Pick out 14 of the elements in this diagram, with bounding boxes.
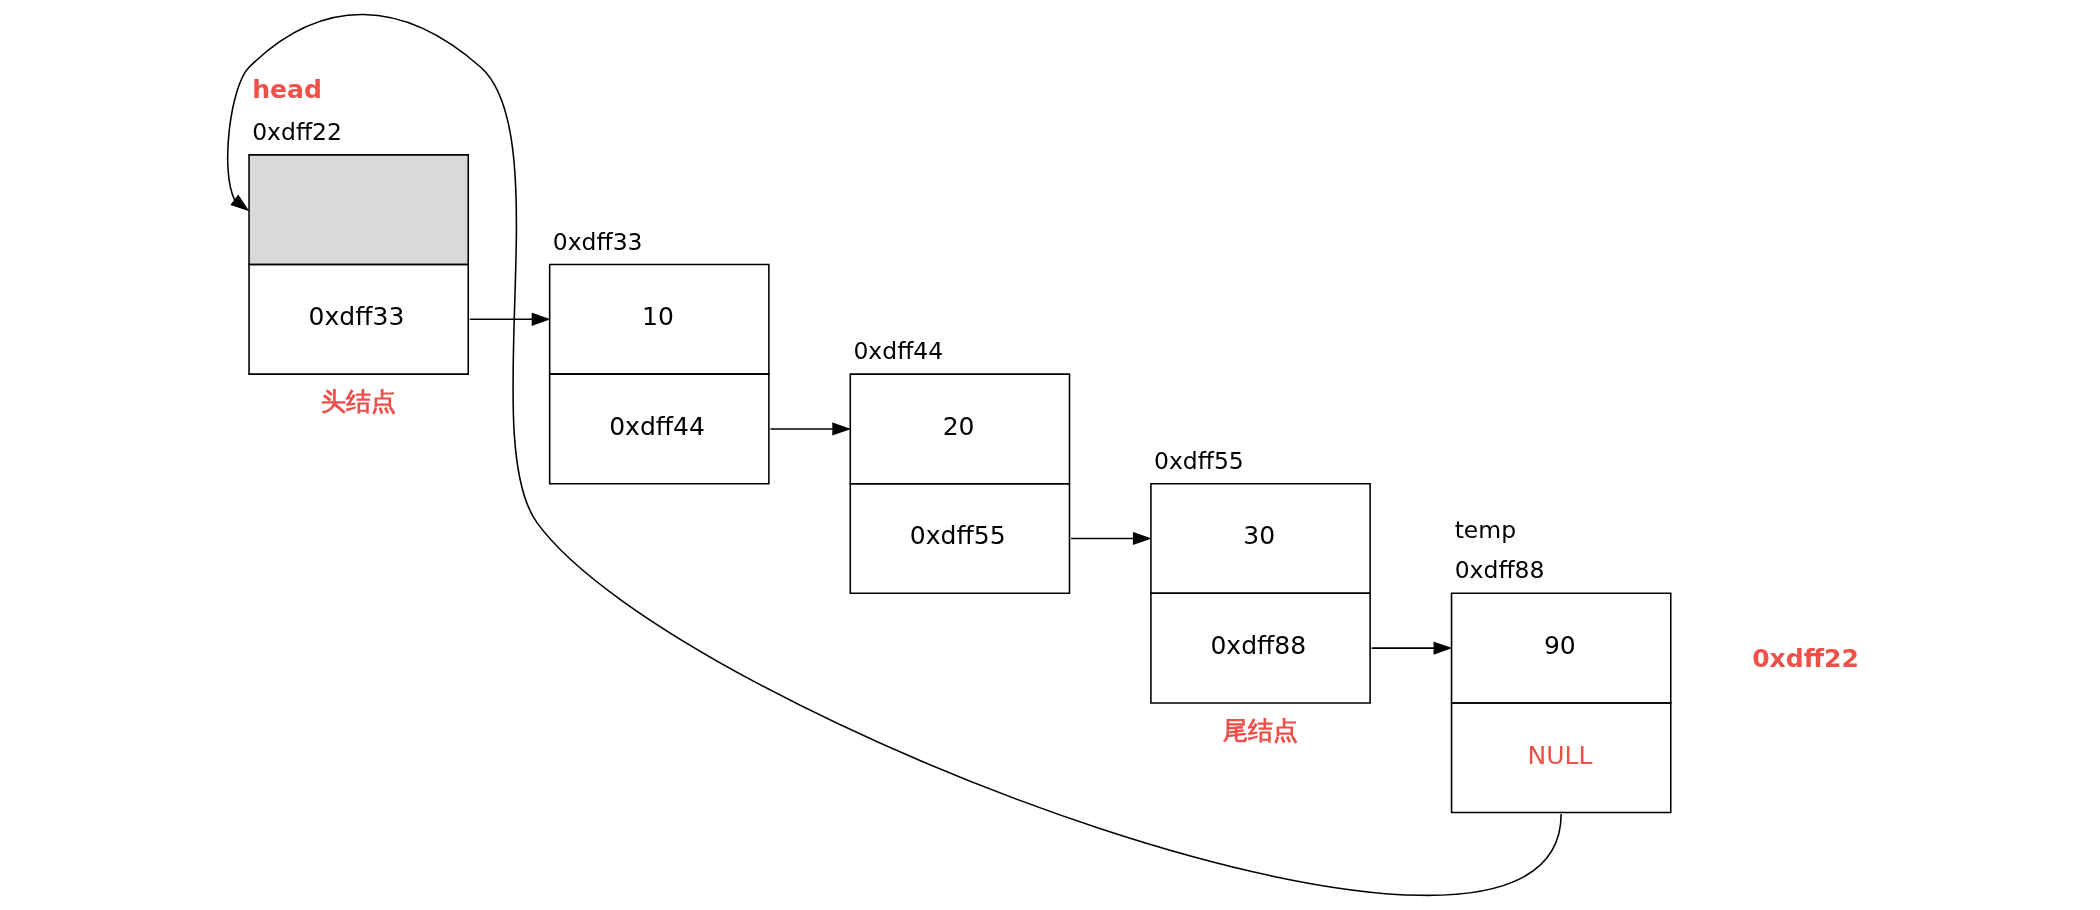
node-label: 0xdff33 xyxy=(552,227,643,256)
arrow xyxy=(1370,641,1453,655)
arrow xyxy=(469,312,551,326)
node-label: 0xdff55 xyxy=(1154,446,1244,475)
node-label: 0xdff88 xyxy=(1454,556,1545,585)
node-label: 0xdff22 xyxy=(252,118,342,147)
node-label: 0xdff44 xyxy=(853,337,944,366)
node-label: 头结点 xyxy=(321,386,397,416)
node-label: temp xyxy=(1454,515,1517,544)
node-label: head xyxy=(252,75,322,105)
node-label: 尾结点 xyxy=(1222,715,1298,745)
arrow xyxy=(1070,531,1152,546)
arrow xyxy=(769,422,852,436)
label: 0xdff22 xyxy=(1752,643,1859,673)
